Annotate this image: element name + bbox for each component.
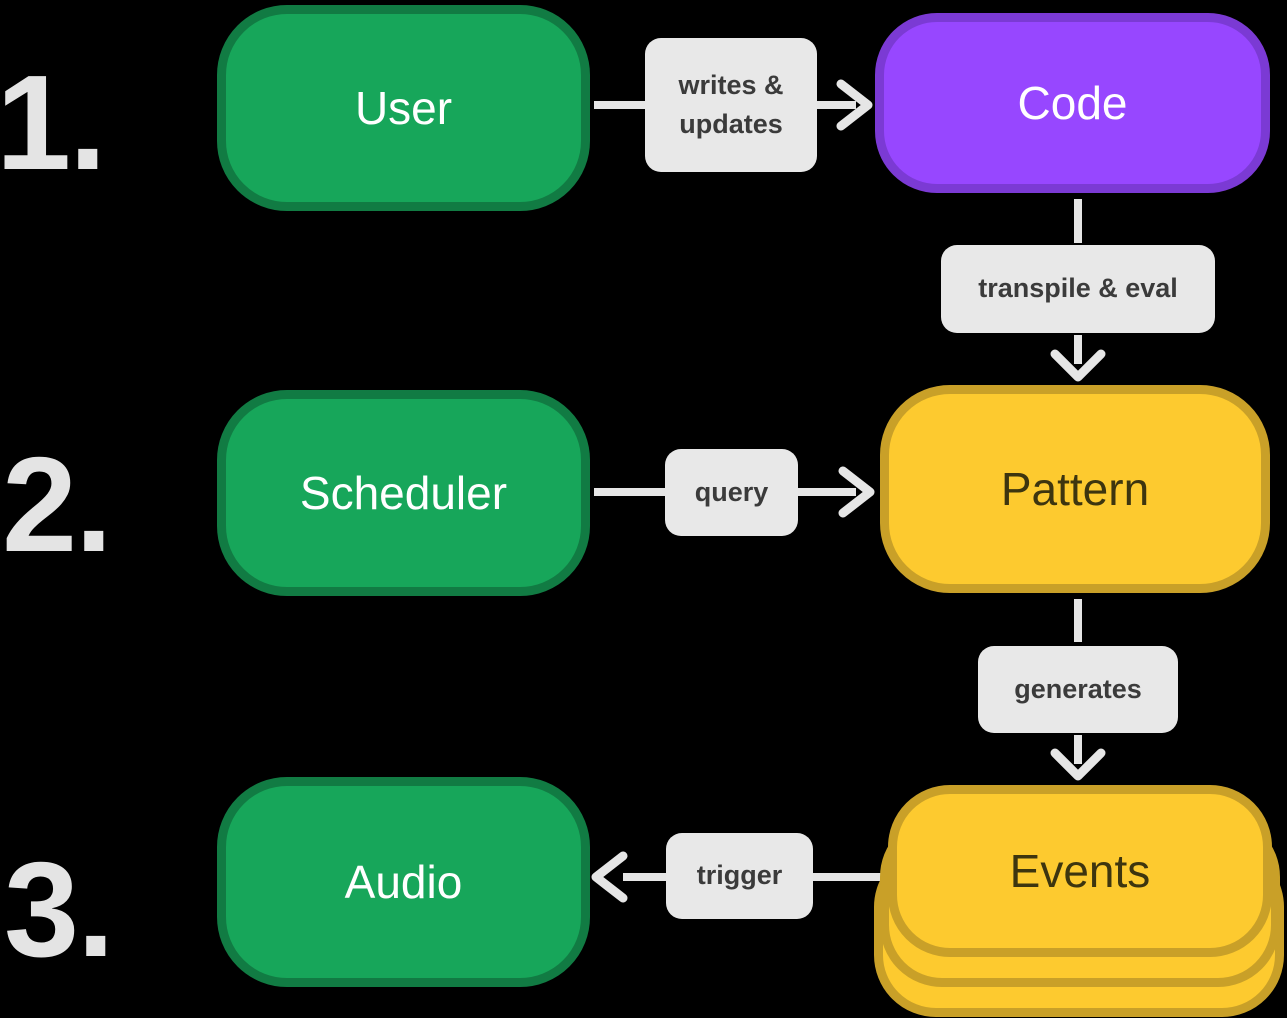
edge-label-transpile-eval-text: transpile & eval — [978, 273, 1178, 304]
node-scheduler: Scheduler — [217, 390, 590, 596]
node-user-label: User — [354, 82, 453, 134]
node-events-label: Events — [1009, 845, 1151, 897]
edge-label-writes-updates: writes & updates — [645, 38, 817, 172]
node-scheduler-label: Scheduler — [299, 467, 508, 519]
edge-label-query-text: query — [694, 476, 769, 507]
step-number-2: 2. — [2, 429, 113, 580]
node-audio: Audio — [217, 777, 590, 987]
node-events: Events — [888, 785, 1272, 957]
edge-label-writes-updates-text: writes & updates — [678, 69, 784, 139]
node-audio-label: Audio — [344, 856, 463, 908]
edge-label-query: query — [665, 449, 798, 536]
step-number-3: 3. — [4, 834, 115, 985]
node-pattern-label: Pattern — [1000, 463, 1150, 515]
node-code-label: Code — [1017, 77, 1128, 129]
step-number-1: 1. — [0, 47, 107, 198]
node-user: User — [217, 5, 590, 211]
edge-label-generates-text: generates — [1014, 673, 1142, 704]
node-pattern: Pattern — [880, 385, 1270, 593]
node-code: Code — [875, 13, 1270, 193]
edge-label-generates: generates — [978, 646, 1178, 733]
edge-label-transpile-eval: transpile & eval — [941, 245, 1215, 333]
edge-label-trigger: trigger — [666, 833, 813, 919]
edge-label-trigger-text: trigger — [696, 860, 783, 891]
